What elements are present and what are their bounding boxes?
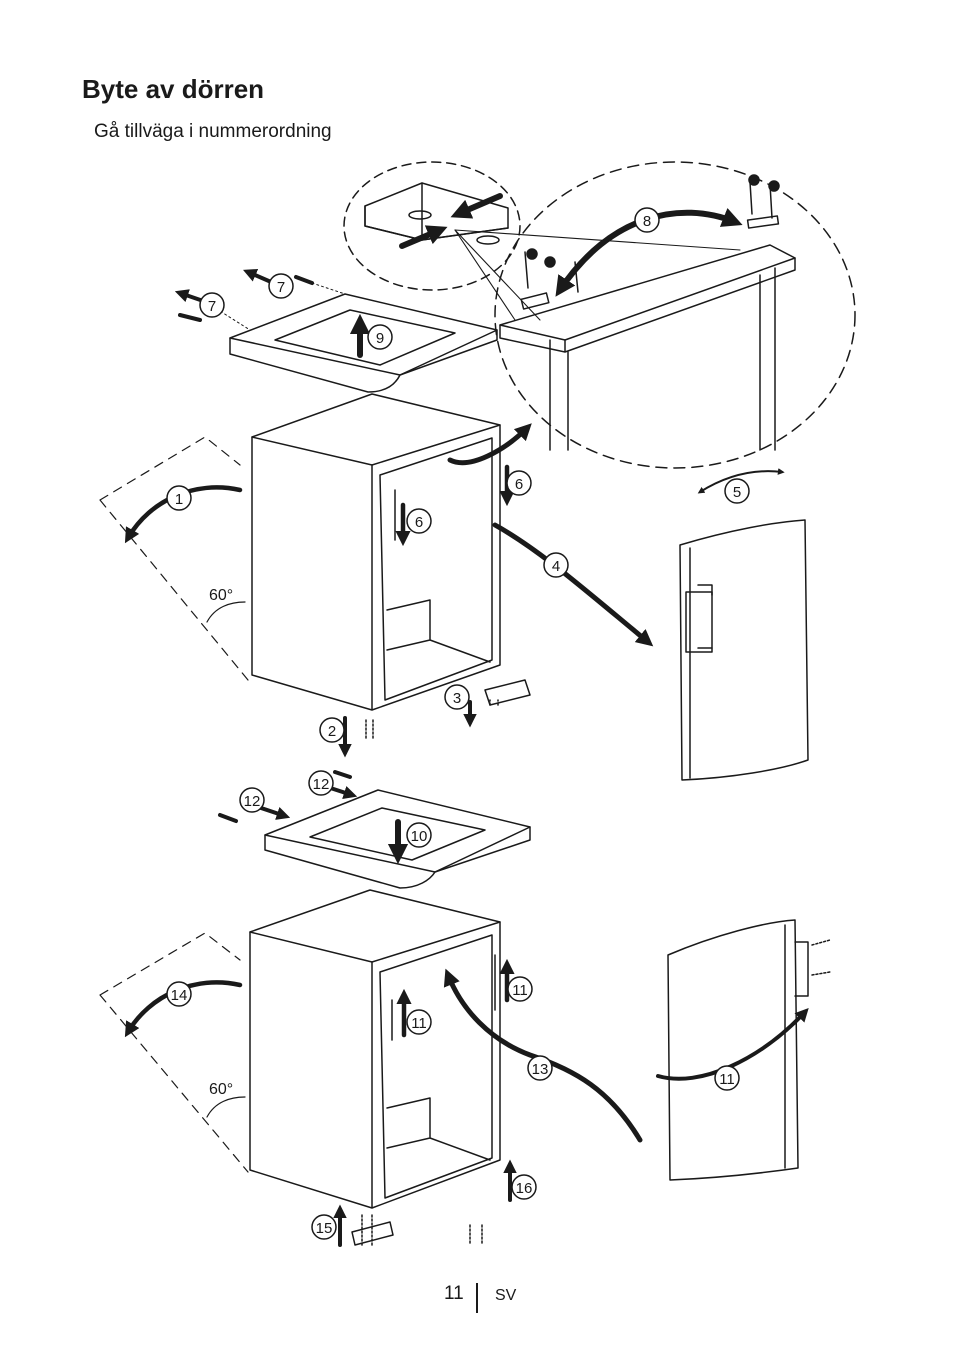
svg-text:6: 6 <box>515 476 523 493</box>
detail-circle-small <box>343 161 521 291</box>
svg-text:14: 14 <box>171 987 188 1004</box>
svg-text:7: 7 <box>208 298 216 315</box>
door-upper <box>679 468 809 781</box>
svg-text:10: 10 <box>411 828 428 845</box>
cabinet-lower <box>99 889 643 1247</box>
page-subtitle: Gå tillväga i nummerordning <box>94 121 332 142</box>
svg-text:5: 5 <box>733 484 741 501</box>
svg-text:6: 6 <box>415 514 423 531</box>
step-badge-11b: 11 <box>406 1009 432 1035</box>
svg-text:13: 13 <box>532 1061 549 1078</box>
svg-text:9: 9 <box>376 330 384 347</box>
svg-text:1: 1 <box>175 491 183 508</box>
step-badge-10: 10 <box>406 822 432 848</box>
step-badge-9: 8 <box>634 207 660 233</box>
svg-text:11: 11 <box>411 1015 427 1032</box>
step-badge-5: 5 <box>724 478 750 504</box>
step-badge-1: 1 <box>166 485 192 511</box>
step-badge-7b: 7 <box>268 273 294 299</box>
detail-circle-large <box>454 161 856 469</box>
step-badge-2: 2 <box>319 717 345 743</box>
top-lid-lower <box>218 770 531 889</box>
page-number: 11 <box>444 1283 464 1304</box>
page-title: Byte av dörren <box>82 74 265 104</box>
svg-text:8: 8 <box>643 213 651 230</box>
step-badge-13: 13 <box>527 1055 553 1081</box>
language-code: SV <box>495 1287 517 1304</box>
step-badge-11c: 11 <box>714 1065 740 1091</box>
step-badge-12b: 12 <box>239 787 265 813</box>
cabinet-upper <box>99 393 654 758</box>
angle-label-upper: 60° <box>209 587 233 604</box>
step-badge-15: 15 <box>311 1214 337 1240</box>
step-badge-3: 3 <box>444 684 470 710</box>
svg-text:7: 7 <box>277 279 285 296</box>
step-badge-16: 16 <box>511 1174 537 1200</box>
step-badge-14: 14 <box>166 981 192 1007</box>
step-badge-6b: 6 <box>406 508 432 534</box>
footer-divider <box>476 1283 478 1313</box>
svg-text:11: 11 <box>512 982 528 999</box>
top-lid-upper <box>174 269 498 393</box>
step-badge-11a: 11 <box>507 976 533 1002</box>
angle-label-lower: 60° <box>209 1081 233 1098</box>
step-badge-6a: 6 <box>506 470 532 496</box>
svg-text:3: 3 <box>453 690 461 707</box>
svg-text:4: 4 <box>552 558 560 575</box>
svg-text:15: 15 <box>316 1220 333 1237</box>
step-badge-7a: 7 <box>199 292 225 318</box>
step-badge-4: 4 <box>543 552 569 578</box>
step-badge-8: 9 <box>367 324 393 350</box>
svg-text:11: 11 <box>719 1071 735 1088</box>
svg-text:12: 12 <box>313 776 330 793</box>
step-badge-12a: 12 <box>308 770 334 796</box>
svg-text:2: 2 <box>328 723 336 740</box>
svg-text:16: 16 <box>516 1180 533 1197</box>
door-lower <box>656 919 831 1181</box>
svg-text:12: 12 <box>244 793 261 810</box>
